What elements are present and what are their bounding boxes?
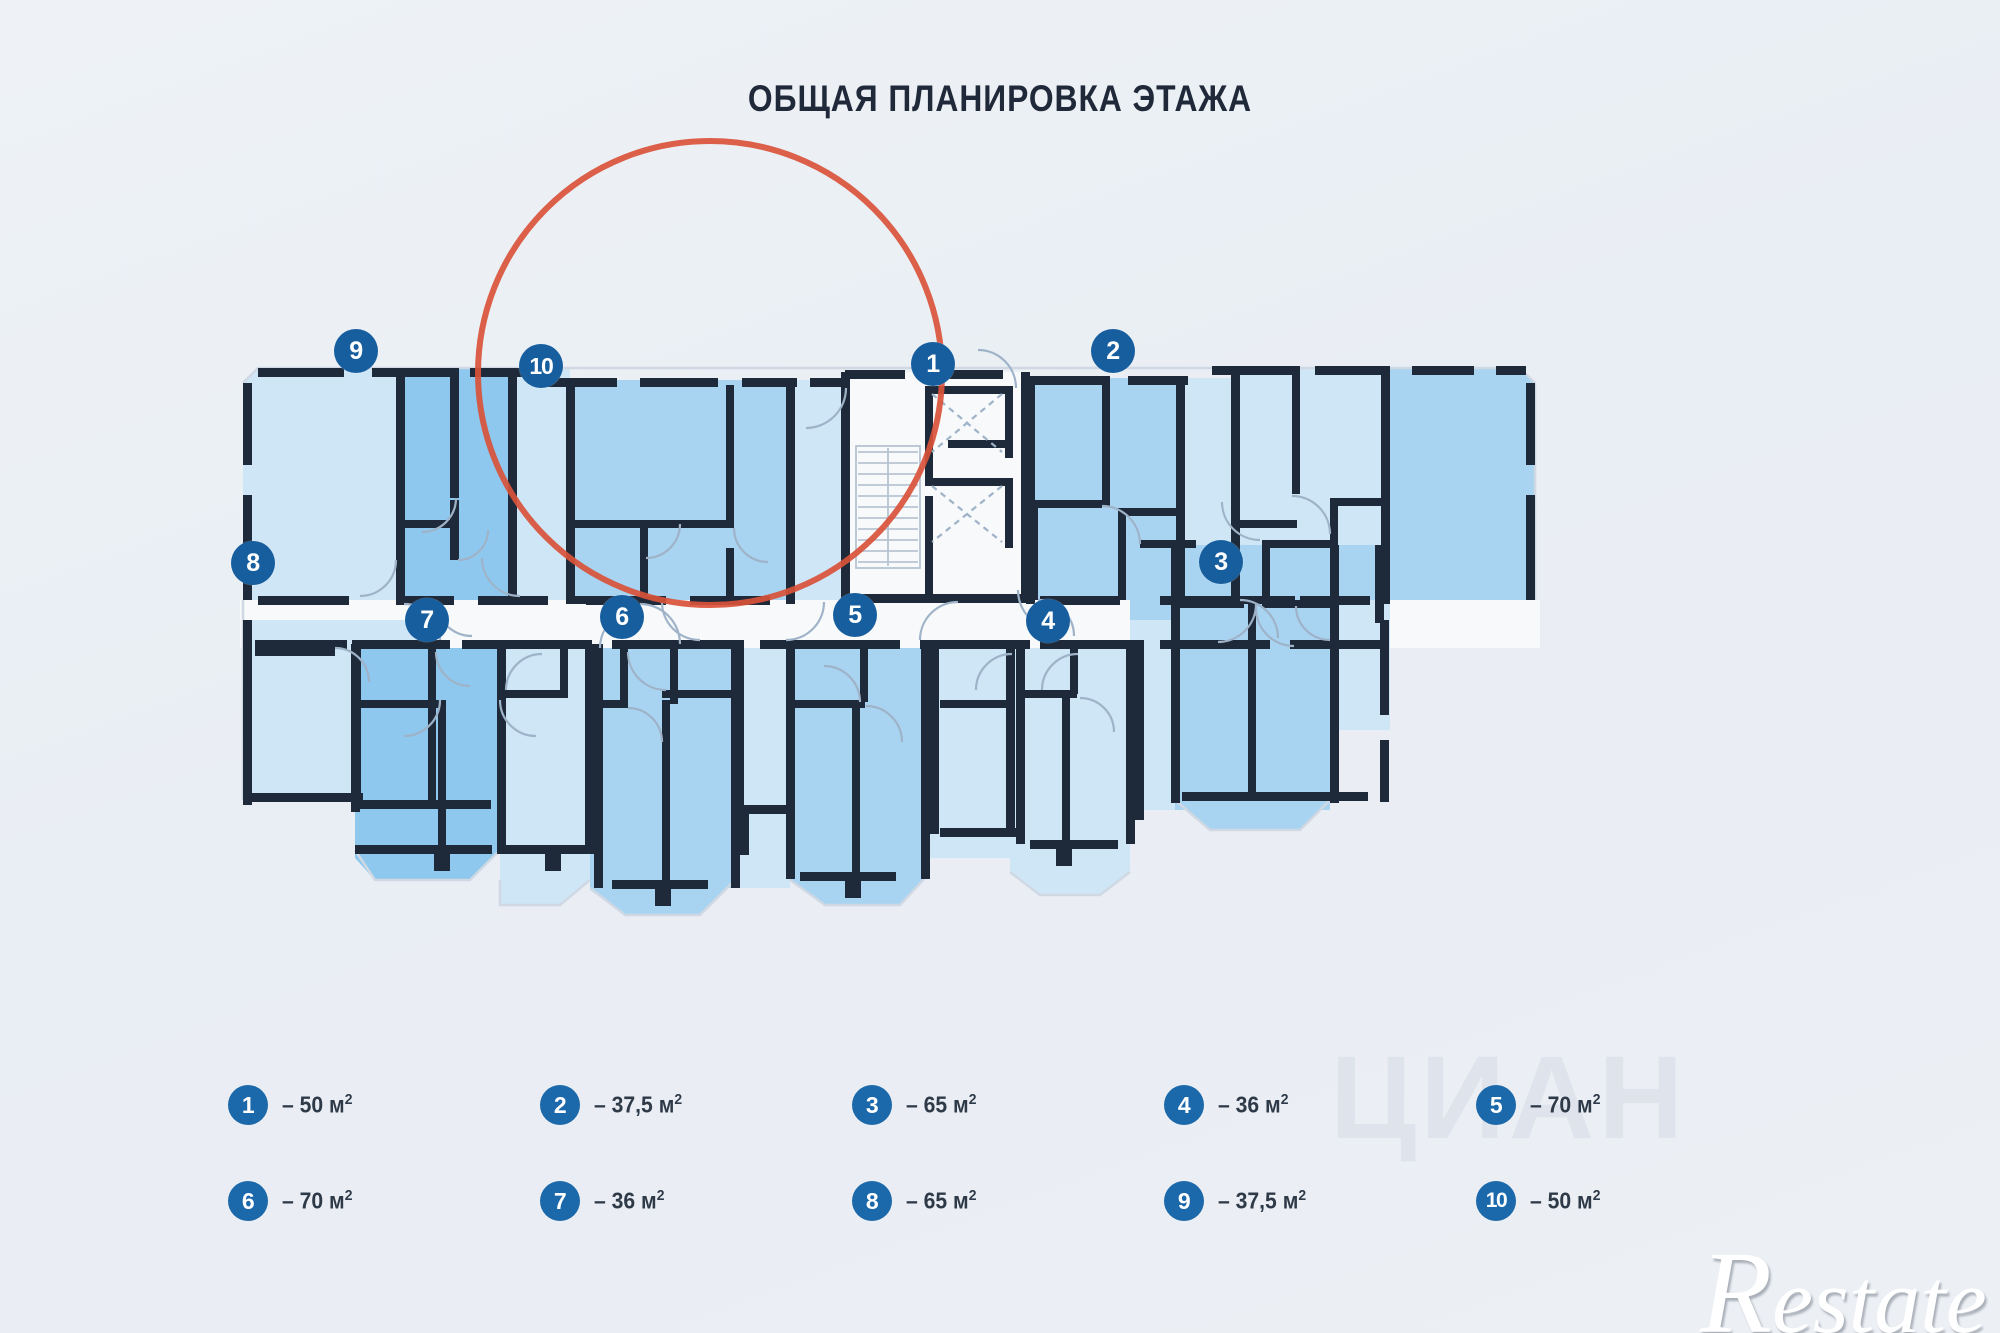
legend-item-6[interactable]: 6 – 70 м2 <box>228 1181 540 1221</box>
legend-label-6: – 70 м2 <box>282 1187 353 1214</box>
legend-badge-10: 10 <box>1476 1181 1516 1221</box>
legend-badge-3: 3 <box>852 1085 892 1125</box>
unit-badge-2[interactable]: 2 <box>1091 329 1135 373</box>
legend-label-3: – 65 м2 <box>906 1091 977 1118</box>
unit-badge-7[interactable]: 7 <box>405 598 449 642</box>
legend-badge-6: 6 <box>228 1181 268 1221</box>
legend-item-4[interactable]: 4 – 36 м2 <box>1164 1085 1476 1125</box>
unit-badge-1[interactable]: 1 <box>911 342 955 386</box>
legend-label-9: – 37,5 м2 <box>1218 1187 1307 1214</box>
legend-item-9[interactable]: 9 – 37,5 м2 <box>1164 1181 1476 1221</box>
apartment-area-legend: 1 – 50 м2 2 – 37,5 м2 3 – 65 м2 4 – 36 м… <box>228 1085 1788 1221</box>
legend-label-4: – 36 м2 <box>1218 1091 1289 1118</box>
legend-badge-5: 5 <box>1476 1085 1516 1125</box>
legend-label-7: – 36 м2 <box>594 1187 665 1214</box>
unit-badge-9[interactable]: 9 <box>334 329 378 373</box>
legend-badge-2: 2 <box>540 1085 580 1125</box>
legend-item-3[interactable]: 3 – 65 м2 <box>852 1085 1164 1125</box>
legend-badge-7: 7 <box>540 1181 580 1221</box>
legend-item-1[interactable]: 1 – 50 м2 <box>228 1085 540 1125</box>
legend-item-10[interactable]: 10 – 50 м2 <box>1476 1181 1788 1221</box>
legend-item-5[interactable]: 5 – 70 м2 <box>1476 1085 1788 1125</box>
page-title: ОБЩАЯ ПЛАНИРОВКА ЭТАЖА <box>747 78 1253 119</box>
unit-badge-3[interactable]: 3 <box>1199 540 1243 584</box>
legend-item-8[interactable]: 8 – 65 м2 <box>852 1181 1164 1221</box>
legend-item-2[interactable]: 2 – 37,5 м2 <box>540 1085 852 1125</box>
legend-item-7[interactable]: 7 – 36 м2 <box>540 1181 852 1221</box>
legend-badge-8: 8 <box>852 1181 892 1221</box>
unit-badge-8[interactable]: 8 <box>231 541 275 585</box>
legend-label-10: – 50 м2 <box>1530 1187 1601 1214</box>
restate-initial: R <box>1700 1227 1773 1333</box>
restate-rest: estate <box>1772 1250 1987 1333</box>
legend-label-1: – 50 м2 <box>282 1091 353 1118</box>
legend-badge-1: 1 <box>228 1085 268 1125</box>
unit-badge-5[interactable]: 5 <box>833 593 877 637</box>
legend-label-2: – 37,5 м2 <box>594 1091 683 1118</box>
unit-badge-6[interactable]: 6 <box>600 595 644 639</box>
floor-plan-canvas: .w { fill:#1e2a3a; } .fl { fill:#cfe6f7;… <box>231 138 1537 917</box>
legend-label-5: – 70 м2 <box>1530 1091 1601 1118</box>
restate-watermark: Restate <box>1700 1225 1987 1333</box>
unit-badge-10[interactable]: 10 <box>519 344 563 388</box>
legend-badge-4: 4 <box>1164 1085 1204 1125</box>
unit-badge-4[interactable]: 4 <box>1026 599 1070 643</box>
legend-badge-9: 9 <box>1164 1181 1204 1221</box>
legend-label-8: – 65 м2 <box>906 1187 977 1214</box>
